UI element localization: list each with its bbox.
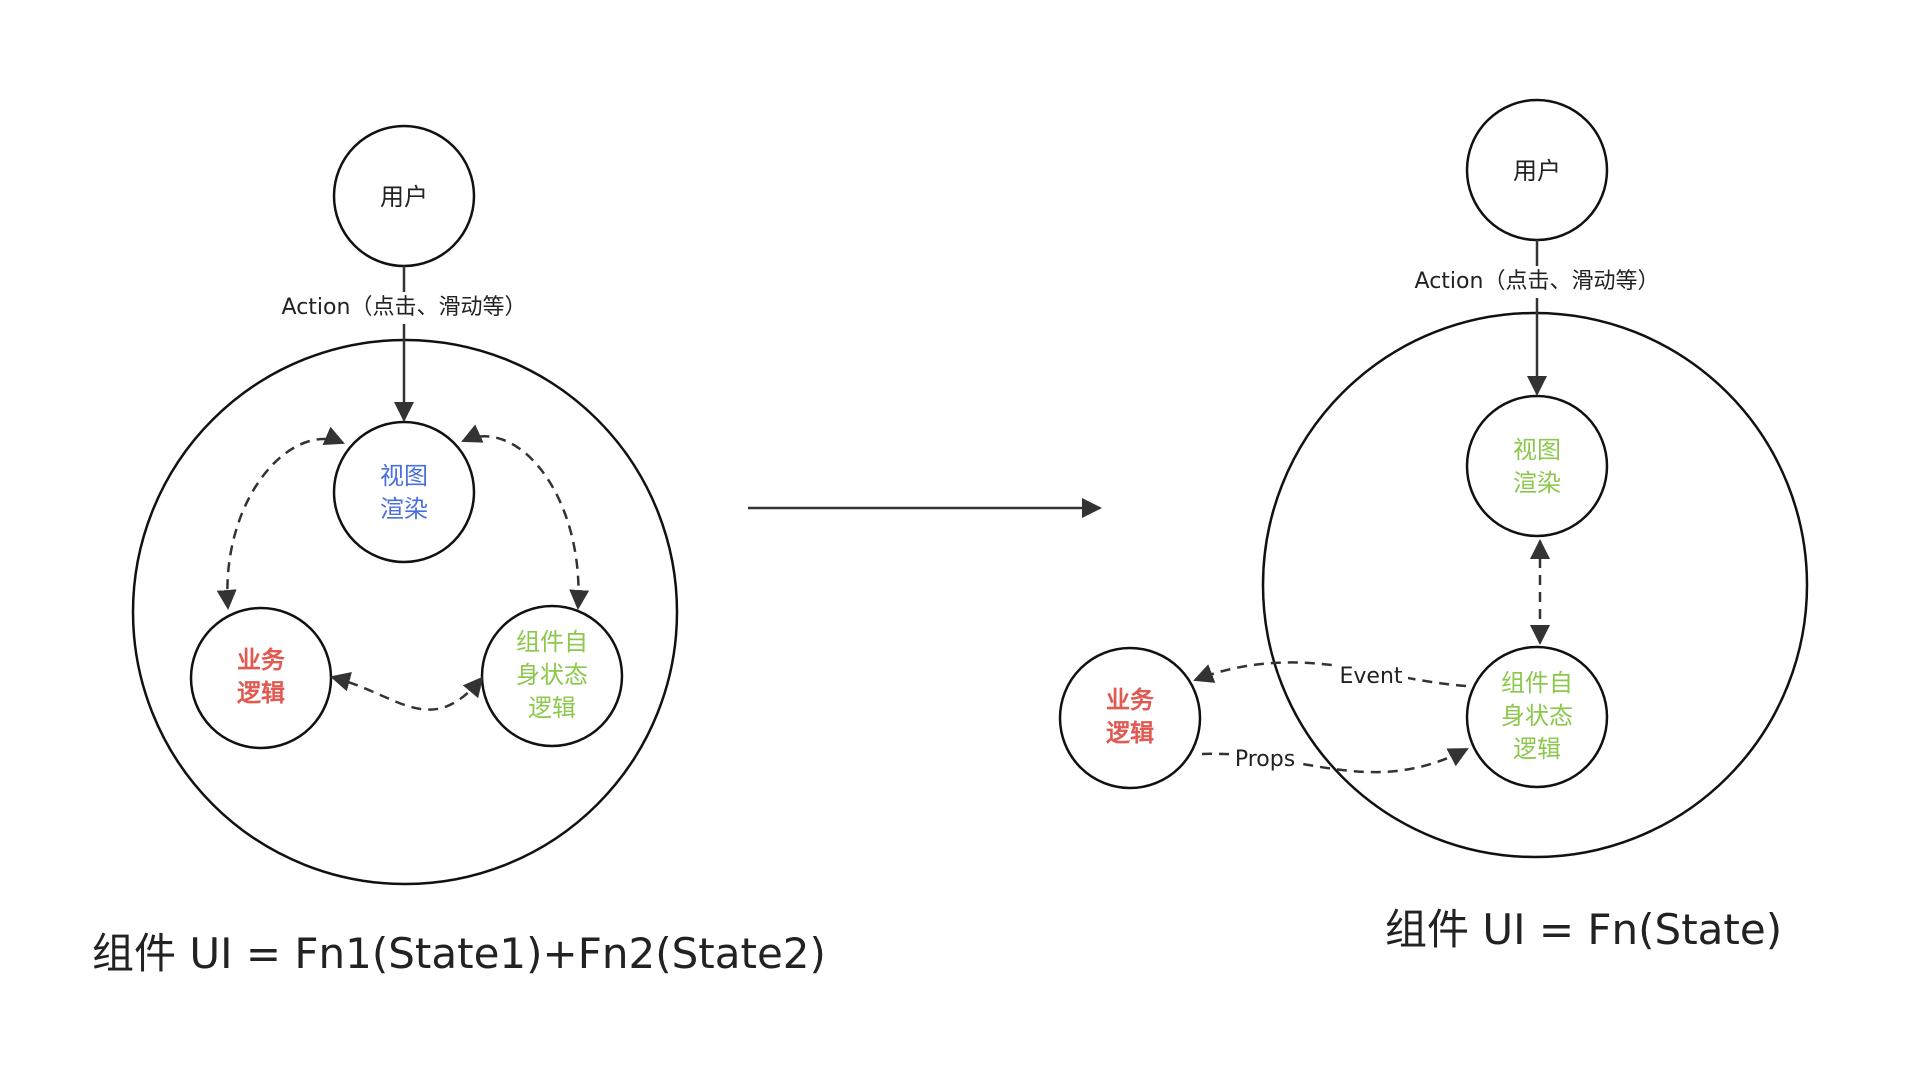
right-business-label-line2: 逻辑 <box>1106 719 1154 747</box>
left-action-label: Action（点击、滑动等） <box>282 295 527 320</box>
right-formula: 组件 UI = Fn(State) <box>1385 905 1782 954</box>
right-state-label-line1: 组件自 <box>1501 669 1573 697</box>
left-state-node: 组件自 身状态 逻辑 <box>480 604 624 748</box>
left-view-business-edge <box>216 426 345 610</box>
right-event-edge <box>1193 661 1467 688</box>
left-business-node: 业务 逻辑 <box>189 606 333 750</box>
left-user-label: 用户 <box>380 183 428 211</box>
left-user-node: 用户 <box>332 124 476 268</box>
right-user-label: 用户 <box>1513 157 1561 185</box>
right-business-label-line1: 业务 <box>1106 686 1155 714</box>
left-business-state-edge <box>330 671 484 711</box>
right-props-label: Props <box>1235 747 1295 772</box>
left-business-label-line2: 逻辑 <box>237 679 285 707</box>
left-business-label-line1: 业务 <box>237 646 286 674</box>
left-state-label-line3: 逻辑 <box>528 694 576 722</box>
right-state-label-line3: 逻辑 <box>1513 735 1561 763</box>
left-view-node: 视图 渲染 <box>332 420 476 564</box>
right-component-boundary <box>1261 311 1809 859</box>
left-diagram: 用户 Action（点击、滑动等） 视图 渲染 业务 逻辑 组件自 身状态 逻辑 <box>92 124 826 978</box>
left-formula: 组件 UI = Fn1(State1)+Fn2(State2) <box>92 929 826 978</box>
right-action-label: Action（点击、滑动等） <box>1415 269 1660 294</box>
right-view-label-line2: 渲染 <box>1513 469 1561 497</box>
left-state-label-line1: 组件自 <box>516 628 588 656</box>
left-view-state-edge <box>461 424 590 610</box>
right-diagram: 用户 Action（点击、滑动等） 视图 渲染 组件自 身状态 逻辑 业务 逻辑 <box>1058 98 1809 954</box>
right-view-node: 视图 渲染 <box>1465 394 1609 538</box>
right-business-node: 业务 逻辑 <box>1058 646 1202 790</box>
right-view-label-line1: 视图 <box>1513 436 1561 464</box>
right-state-label-line2: 身状态 <box>1501 702 1573 730</box>
left-view-label-line2: 渲染 <box>380 495 428 523</box>
left-state-label-line2: 身状态 <box>516 661 588 689</box>
left-view-label-line1: 视图 <box>380 462 428 490</box>
right-state-node: 组件自 身状态 逻辑 <box>1465 645 1609 789</box>
right-event-label: Event <box>1339 664 1402 689</box>
right-user-node: 用户 <box>1465 98 1609 242</box>
